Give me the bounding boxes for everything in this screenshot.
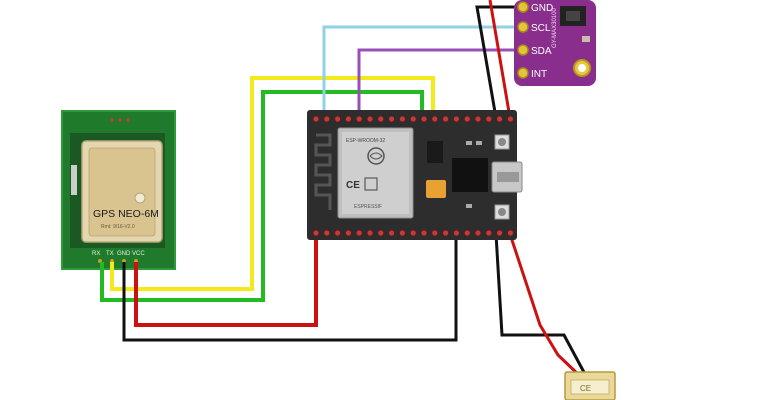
gps-pin-gnd: GND	[117, 251, 131, 257]
esp32-header-pin	[334, 115, 342, 123]
black-wire-gps	[122, 234, 458, 342]
esp32-header-pin	[463, 229, 471, 237]
gps-pin-labels: RX TX GND VCC	[92, 251, 145, 257]
gps-module: GPS NEO-6M Rmt: 9/16-V2.0 RX TX GND VCC	[61, 110, 176, 270]
esp32-header-pin	[377, 115, 385, 123]
esp32-header-pin	[496, 229, 504, 237]
esp32-header-pin	[409, 229, 417, 237]
esp32-header-pin	[323, 229, 331, 237]
esp32-bottom-header	[312, 229, 514, 237]
battery-label: CE	[580, 384, 591, 393]
sensor-pin-sda: SDA	[531, 46, 552, 57]
esp32-header-pin	[474, 229, 482, 237]
esp32-header-pin	[366, 229, 374, 237]
max30100-sensor: GND SCL SDA INT GY-MAX30100	[514, 0, 596, 86]
black-wire-sensor	[475, 5, 528, 119]
esp32-header-pin	[442, 229, 450, 237]
esp32-header-pin	[355, 115, 363, 123]
esp32-header-pin	[420, 115, 428, 123]
green-wire	[100, 90, 424, 302]
sensor-pin-pads	[517, 1, 529, 79]
esp32-header-pin	[366, 115, 374, 123]
black-wire-battery	[494, 233, 588, 377]
esp32-header-pin	[398, 229, 406, 237]
esp32-header-pin	[420, 229, 428, 237]
esp32-header-pin	[452, 115, 460, 123]
esp32-header-pin	[474, 115, 482, 123]
sensor-pin-gnd: GND	[531, 3, 553, 14]
esp32-header-pin	[355, 229, 363, 237]
gps-pin-vcc: VCC	[132, 251, 145, 257]
esp32-header-pin	[312, 115, 320, 123]
wires	[100, 0, 588, 378]
red-wire-sensor	[488, 0, 512, 119]
esp32-header-pin	[334, 229, 342, 237]
gps-small-text: Rmt: 9/16-V2.0	[101, 224, 135, 230]
esp32-header-pin	[323, 115, 331, 123]
esp32-top-header	[312, 115, 514, 123]
sensor-pin-int: INT	[531, 69, 547, 80]
esp32-header-pin	[344, 115, 352, 123]
esp32-header-pin	[409, 115, 417, 123]
esp32-header-pin	[485, 115, 493, 123]
esp32-header-pin	[431, 115, 439, 123]
sensor-side-text: GY-MAX30100	[552, 8, 558, 48]
red-wire-gps	[134, 234, 318, 327]
esp32-header-pin	[506, 115, 514, 123]
esp32-header-pin	[344, 229, 352, 237]
esp32-antenna	[314, 133, 332, 210]
esp32-header-pin	[452, 229, 460, 237]
esp32-header-pin	[463, 115, 471, 123]
gps-pin-rx: RX	[92, 251, 100, 257]
esp32-shield-text: ESP-WROOM-32	[346, 138, 385, 144]
esp32-header-pin	[377, 229, 385, 237]
yellow-wire	[110, 76, 435, 291]
lipo-battery: CE	[564, 371, 616, 400]
esp32-header-pin	[312, 229, 320, 237]
esp32-header-pin	[506, 229, 514, 237]
esp32-header-pin	[496, 115, 504, 123]
gps-title: GPS NEO-6M	[93, 208, 159, 220]
esp32-board: ESP-WROOM-32 CE ESPRESSIF	[307, 110, 523, 240]
blue-wire-scl	[322, 25, 528, 118]
red-wire-battery	[508, 233, 582, 378]
esp32-capacitor	[426, 180, 446, 198]
esp32-header-pin	[485, 229, 493, 237]
esp32-header-pin	[442, 115, 450, 123]
esp32-usb-chip	[452, 158, 488, 192]
esp32-header-pin	[431, 229, 439, 237]
esp32-header-pin	[388, 115, 396, 123]
esp32-header-pin	[388, 229, 396, 237]
esp32-header-pin	[398, 115, 406, 123]
purple-wire-sda	[357, 48, 528, 118]
sensor-pin-scl: SCL	[531, 23, 551, 34]
gps-pin-tx: TX	[106, 251, 114, 257]
esp32-shield-sub: ESPRESSIF	[354, 204, 382, 210]
svg-text:CE: CE	[346, 180, 360, 191]
